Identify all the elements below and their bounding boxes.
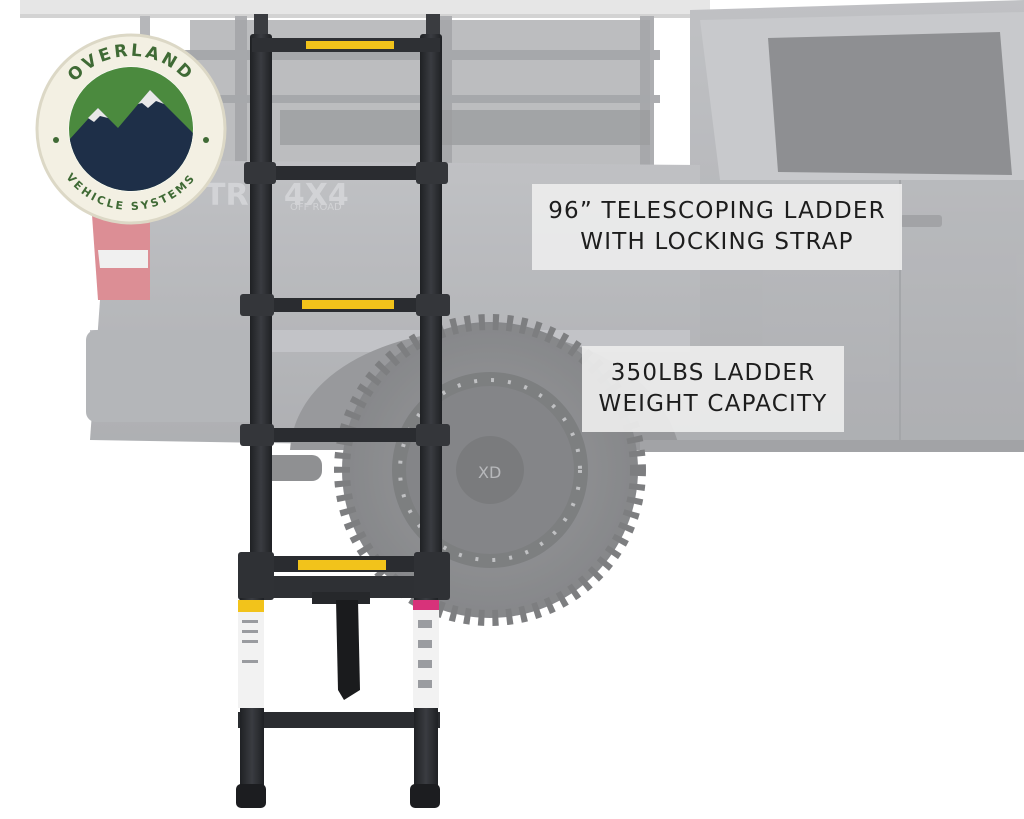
callout-ladder-line1: 96” TELESCOPING LADDER [548, 198, 886, 224]
cab-window [768, 32, 1012, 175]
ladder-foot-right [410, 784, 440, 808]
instruction-sticker-left [238, 600, 264, 708]
rear-bumper [86, 330, 266, 422]
ladder-foot-left [236, 784, 266, 808]
callout-capacity-line1: 350LBS LADDER [610, 360, 816, 386]
locking-strap [336, 600, 360, 700]
instruction-sticker-right [413, 600, 439, 708]
svg-text:XD: XD [478, 463, 501, 482]
exhaust-pipe [262, 455, 322, 481]
roof-rack-bar [20, 0, 710, 16]
callout-weight-capacity: 350LBS LADDER WEIGHT CAPACITY [582, 346, 844, 432]
ladder-warning-labels [298, 41, 394, 570]
callout-capacity-line2: WEIGHT CAPACITY [598, 391, 828, 417]
telescoping-ladder [236, 14, 450, 808]
callout-ladder-line2: WITH LOCKING STRAP [580, 229, 854, 255]
tailgate-badge: TRD 4X4 [205, 178, 349, 213]
brand-logo: OVERLAND VEHICLE SYSTEMS [35, 33, 227, 225]
callout-ladder-feature: 96” TELESCOPING LADDER WITH LOCKING STRA… [532, 184, 902, 270]
tailgate-badge-sub: OFF ROAD [290, 202, 342, 213]
